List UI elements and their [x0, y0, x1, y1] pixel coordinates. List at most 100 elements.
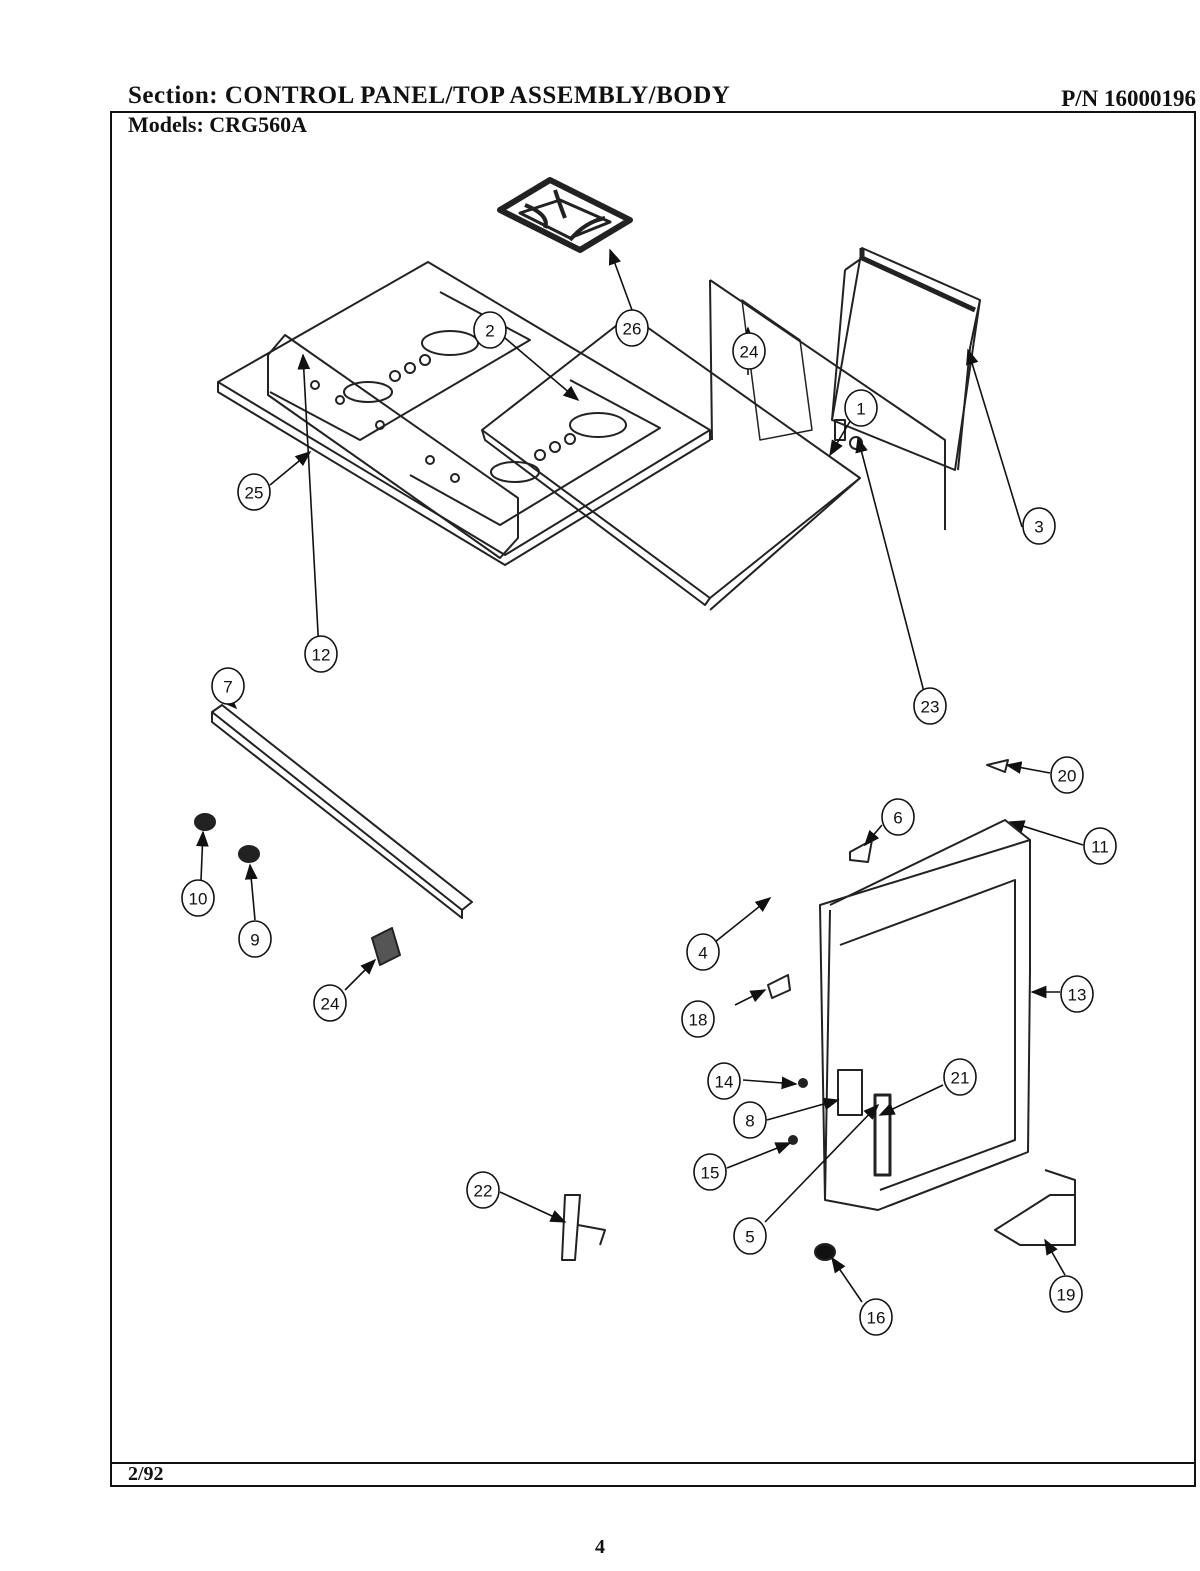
date-code: 2/92 [128, 1463, 164, 1485]
callout-label: 3 [1034, 518, 1043, 537]
section-heading: Section: CONTROL PANEL/TOP ASSEMBLY/BODY [128, 82, 730, 110]
callout-circle [1049, 1275, 1083, 1313]
foot-part [814, 1243, 836, 1261]
callout-c23: 23 [913, 687, 947, 725]
callout-label: 24 [740, 343, 759, 362]
footer-rule [110, 1462, 1196, 1464]
callout-circle [211, 667, 245, 705]
callout-circle [238, 920, 272, 958]
callout-label: 14 [715, 1073, 734, 1092]
callout-circle [615, 309, 649, 347]
callout-circle [693, 1153, 727, 1191]
callout-c8: 8 [733, 1101, 767, 1139]
callout-c11: 11 [1083, 827, 1117, 865]
callout-c19: 19 [1049, 1275, 1083, 1313]
callout-label: 19 [1057, 1286, 1076, 1305]
callout-label: 2 [485, 322, 494, 341]
control-panel-part [267, 334, 519, 559]
back-panel-part [831, 247, 981, 471]
callout-c16: 16 [859, 1298, 893, 1336]
knobs-part [194, 813, 260, 863]
callout-label: 11 [1091, 838, 1109, 857]
callout-c6: 6 [881, 798, 915, 836]
grate-part [497, 177, 633, 253]
callout-circle [733, 1101, 767, 1139]
callout-label: 23 [921, 698, 940, 717]
callout-circle [237, 473, 271, 511]
callout-label: 15 [701, 1164, 720, 1183]
callout-c24a: 24 [732, 332, 766, 370]
leader-lines [196, 248, 1084, 1303]
callout-c13: 13 [1060, 975, 1094, 1013]
models-line: Models: CRG560A [128, 112, 307, 138]
side-panel-part [819, 819, 1031, 1211]
callout-circle [732, 332, 766, 370]
callout-circle [1060, 975, 1094, 1013]
callout-c4: 4 [686, 933, 720, 971]
callout-circle [707, 1062, 741, 1100]
callout-label: 8 [745, 1112, 754, 1131]
callout-circle [181, 879, 215, 917]
callout-label: 18 [689, 1011, 708, 1030]
callout-circle [466, 1171, 500, 1209]
callout-circle [943, 1058, 977, 1096]
callout-label: 12 [312, 646, 331, 665]
section-title: CONTROL PANEL/TOP ASSEMBLY/BODY [224, 82, 731, 109]
bracket-part [849, 839, 873, 863]
part-number: P/N 16000196 [1061, 86, 1196, 111]
callout-c22: 22 [466, 1171, 500, 1209]
callout-c15: 15 [693, 1153, 727, 1191]
callout-label: 16 [867, 1309, 886, 1328]
section-label: Section: [128, 82, 219, 109]
callout-c9: 9 [238, 920, 272, 958]
callout-label: 26 [623, 320, 642, 339]
screw-part [986, 759, 1009, 773]
callout-circle [304, 635, 338, 673]
callout-circle [881, 798, 915, 836]
callout-label: 22 [474, 1182, 493, 1201]
cooktop-part [217, 261, 711, 566]
callout-c18: 18 [681, 1000, 715, 1038]
callout-circle [733, 1217, 767, 1255]
callout-label: 21 [951, 1069, 970, 1088]
callout-label: 9 [250, 931, 259, 950]
callout-label: 25 [245, 484, 264, 503]
switch-part [371, 927, 401, 966]
callout-circle [844, 389, 878, 427]
callout-circle [1022, 507, 1056, 545]
callout-c5: 5 [733, 1217, 767, 1255]
callout-label: 13 [1068, 986, 1087, 1005]
callout-label: 5 [745, 1228, 754, 1247]
callout-label: 6 [893, 809, 902, 828]
callout-circle [681, 1000, 715, 1038]
igniter-part [767, 974, 791, 999]
callout-c1: 1 [844, 389, 878, 427]
callout-circle [1083, 827, 1117, 865]
callout-circle [473, 311, 507, 349]
callout-c2: 2 [473, 311, 507, 349]
body-back-part [709, 279, 946, 530]
page-number: 4 [595, 1536, 605, 1558]
models-value: CRG560A [209, 112, 308, 137]
main-top-part [481, 314, 861, 611]
callout-label: 7 [223, 678, 232, 697]
callout-label: 24 [321, 995, 340, 1014]
callout-circle [1050, 756, 1084, 794]
callout-label: 10 [189, 890, 208, 909]
callout-circle [686, 933, 720, 971]
callout-c26: 26 [615, 309, 649, 347]
callout-circle [859, 1298, 893, 1336]
valve-assembly-part [788, 1069, 892, 1177]
callout-c7: 7 [211, 667, 245, 705]
callout-circle [913, 687, 947, 725]
callout-c24b: 24 [313, 984, 347, 1022]
callout-label: 4 [698, 944, 707, 963]
callout-circle [313, 984, 347, 1022]
callout-c25: 25 [237, 473, 271, 511]
callout-label: 1 [856, 400, 865, 419]
callout-c10: 10 [181, 879, 215, 917]
callout-c21: 21 [943, 1058, 977, 1096]
trim-strip-part [211, 704, 473, 919]
corner-bracket-part [994, 1169, 1076, 1246]
